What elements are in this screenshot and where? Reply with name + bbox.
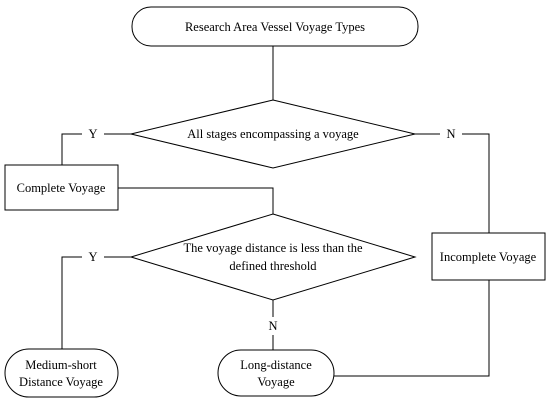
node-complete-label: Complete Voyage — [17, 181, 106, 195]
node-start: Research Area Vessel Voyage Types — [131, 6, 419, 47]
node-decision-stages: All stages encompassing a voyage — [130, 99, 416, 169]
node-long-distance: Long-distance Voyage — [217, 349, 335, 397]
edge-complete-to-distance — [118, 187, 274, 214]
edge-label-distance-yes: Y — [88, 250, 97, 264]
edge-label-stages-no: N — [446, 127, 455, 141]
node-decision-distance: The voyage distance is less than the def… — [129, 213, 417, 301]
node-medium-short-line-2: Distance Voyage — [19, 375, 103, 389]
node-medium-short-line-1: Medium-short — [25, 358, 97, 372]
node-incomplete: Incomplete Voyage — [431, 232, 546, 281]
node-decision-stages-label: All stages encompassing a voyage — [187, 127, 359, 141]
node-complete: Complete Voyage — [4, 164, 119, 211]
node-long-distance-line-2: Voyage — [257, 375, 295, 389]
node-incomplete-label: Incomplete Voyage — [440, 250, 537, 264]
edge-label-distance-no: N — [268, 319, 277, 333]
edge-label-stages-yes: Y — [88, 127, 97, 141]
node-medium-short: Medium-short Distance Voyage — [4, 348, 119, 398]
node-decision-distance-line-2: defined threshold — [229, 259, 317, 273]
node-start-label: Research Area Vessel Voyage Types — [185, 20, 365, 34]
edge-incomplete-to-long — [334, 280, 490, 377]
node-long-distance-line-1: Long-distance — [240, 358, 312, 372]
edge-distance-yes-to-medium — [61, 256, 131, 349]
edge-stages-no-to-incomplete — [415, 133, 490, 233]
edge-stages-yes-to-complete — [61, 133, 131, 165]
edge-labels: Y N Y N — [82, 125, 462, 335]
node-decision-distance-line-1: The voyage distance is less than the — [183, 241, 363, 255]
